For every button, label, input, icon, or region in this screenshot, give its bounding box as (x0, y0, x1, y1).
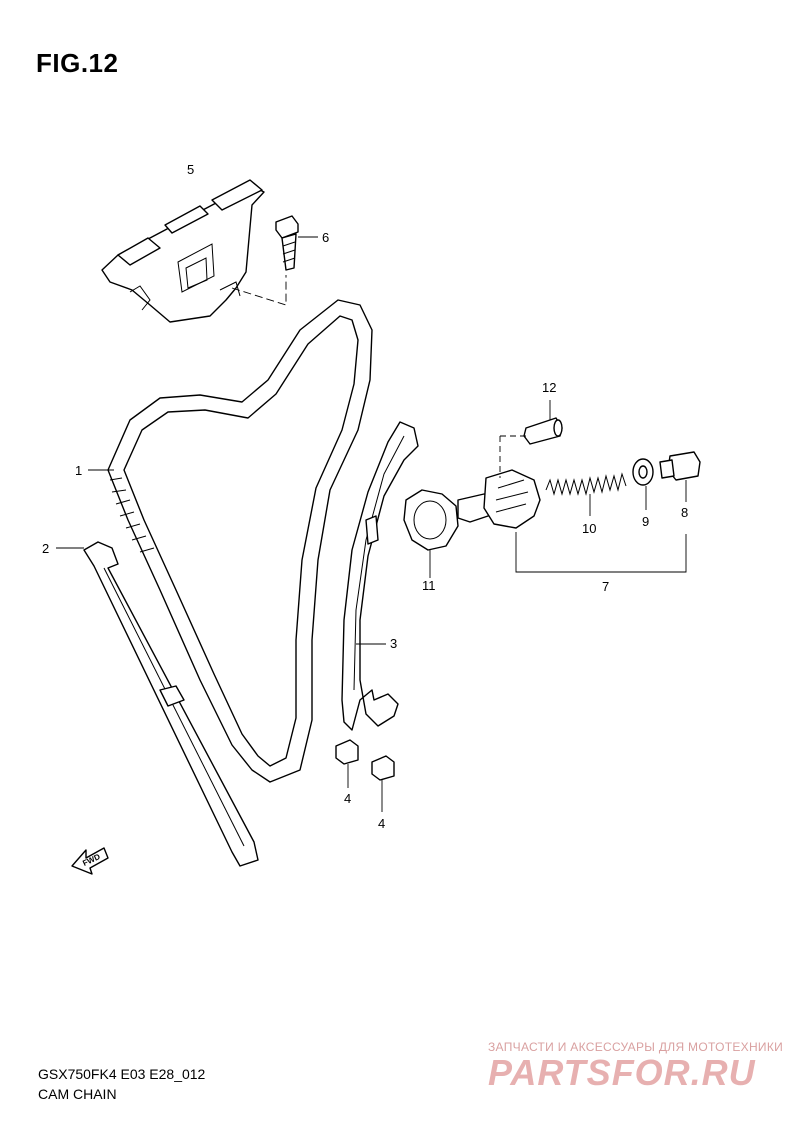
callout-5: 5 (187, 162, 194, 177)
callout-4-a: 4 (344, 791, 351, 806)
part-2-chain-guide-rear (83, 541, 259, 867)
assembly-line-6 (231, 275, 287, 306)
assembly-line-12 (499, 435, 526, 478)
callout-9: 9 (642, 514, 649, 529)
callout-7: 7 (602, 579, 609, 594)
part-4-damper-a (335, 739, 359, 765)
callout-3: 3 (390, 636, 397, 651)
part-12-bolt (523, 417, 563, 445)
part-5-upper-chain-guide (101, 179, 265, 323)
bracket-7 (515, 532, 687, 573)
part-10-spring (545, 472, 627, 496)
callout-6: 6 (322, 230, 329, 245)
callout-2: 2 (42, 541, 49, 556)
figure-title: FIG.12 (36, 48, 119, 78)
part-4-damper-b (371, 755, 395, 781)
part-1-cam-chain (107, 299, 373, 783)
callout-4-b: 4 (378, 816, 385, 831)
watermark-tagline: ЗАПЧАСТИ И АКСЕССУАРЫ ДЛЯ МОТОТЕХНИКИ (488, 1040, 784, 1054)
part-7-tensioner-body (457, 469, 541, 529)
fwd-arrow-icon (71, 847, 109, 875)
part-6-bolt (275, 215, 299, 271)
part-3-chain-guide-front (341, 421, 419, 731)
callout-8: 8 (681, 505, 688, 520)
callout-11: 11 (422, 578, 436, 593)
part-9-washer (632, 458, 654, 486)
callout-12: 12 (542, 380, 556, 395)
callout-1: 1 (75, 463, 82, 478)
figure-caption: CAM CHAIN (38, 1086, 117, 1102)
watermark-logo: PARTSFOR.RU (488, 1052, 756, 1093)
callout-10: 10 (582, 521, 596, 536)
part-8-cap-bolt (659, 451, 701, 481)
part-11-gasket (403, 489, 459, 551)
model-code: GSX750FK4 E03 E28_012 (38, 1066, 206, 1082)
